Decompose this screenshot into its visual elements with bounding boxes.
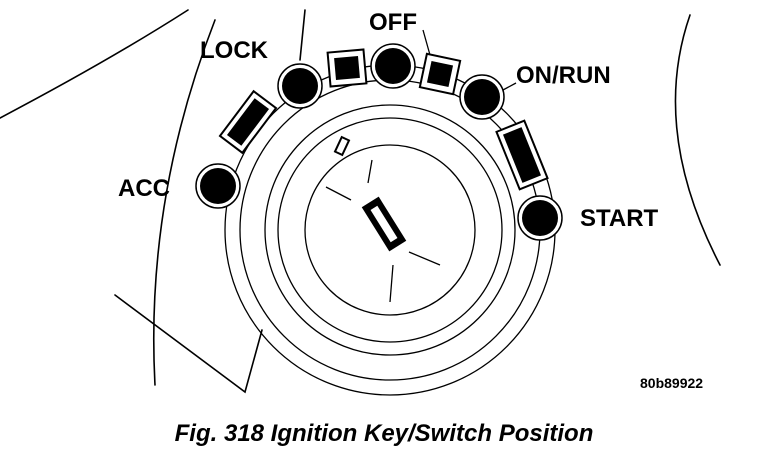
on-run-position-dot [459, 74, 505, 120]
index-mark [333, 135, 351, 157]
start-label: START [580, 205, 659, 232]
start-position-dot [517, 195, 563, 241]
ignition-switch-diagram: LOCK OFF ON/RUN ACC START 80b89922 [0, 9, 721, 396]
dash-outline-lines [0, 9, 721, 394]
off-position-dot [370, 43, 416, 89]
acc-position-dot [195, 163, 241, 209]
key-cylinder [325, 135, 441, 303]
acc-lock-block [218, 89, 278, 155]
lock-position-dot [277, 63, 323, 109]
label-leaders [422, 29, 517, 91]
lock-off-block [326, 48, 368, 88]
figure-caption: Fig. 318 Ignition Key/Switch Position [174, 420, 594, 447]
reference-code: 80b89922 [640, 375, 703, 391]
key-slot [361, 196, 407, 252]
lock-label: LOCK [200, 37, 269, 64]
on-start-block [495, 119, 549, 191]
position-blocks [218, 48, 549, 191]
off-on-block [418, 52, 462, 96]
off-label: OFF [369, 9, 417, 36]
on-run-label: ON/RUN [516, 62, 611, 89]
position-dots [195, 43, 563, 241]
acc-label: ACC [118, 175, 170, 202]
